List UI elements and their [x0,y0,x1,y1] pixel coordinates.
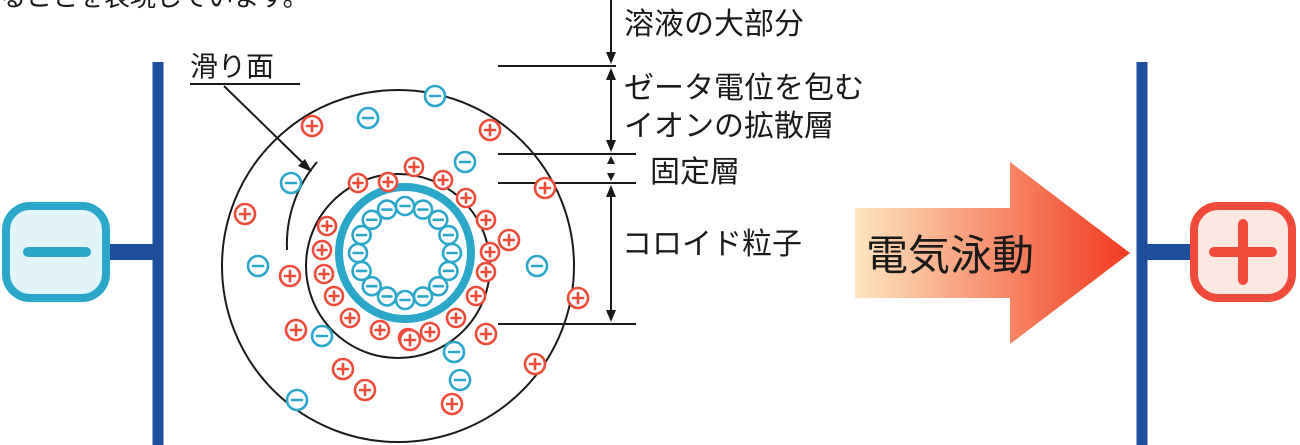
minus-circle-icon [423,84,447,108]
plus-circle-icon [455,187,477,209]
minus-circle-icon [246,254,270,278]
plus-circle-icon [566,286,590,310]
plus-circle-icon [323,285,345,307]
minus-circle-icon [394,289,416,311]
minus-circle-icon [347,242,369,264]
minus-circle-icon [448,368,472,392]
plus-circle-icon [313,263,335,285]
stern-layer-label: 固定層 [650,155,740,190]
plus-sign-icon [1209,219,1277,285]
minus-circle-icon [361,275,383,297]
plus-circle-icon [398,328,422,352]
diffuse-layer-boundary [221,89,575,443]
minus-circle-icon [427,275,449,297]
minus-circle-icon [441,242,463,264]
minus-circle-icon [356,106,380,130]
plus-circle-icon [474,322,498,346]
diffuse-layer-label-line1: ゼータ電位を包む [624,71,864,106]
plus-circle-icon [300,114,324,138]
minus-circle-icon [394,195,416,217]
minus-circle-icon [279,171,303,195]
minus-circle-icon [412,199,434,220]
minus-circle-icon [412,286,434,307]
top-clipped-caption: ることを表現しています。 [0,0,309,13]
plus-circle-icon [339,307,361,329]
positive-electrode [1136,62,1296,445]
minus-circle-icon [285,388,309,412]
minus-circle-icon [453,150,477,174]
plus-circle-icon [445,307,467,329]
plus-circle-icon [278,264,302,288]
electrophoresis-arrow: 電気泳動 [855,162,1130,344]
negative-electrode [2,62,164,445]
plus-circle-icon [465,285,487,307]
minus-circle-icon [442,340,466,364]
minus-circle-icon [361,209,383,231]
plus-circle-icon [369,319,391,341]
minus-circle-icon [376,286,398,307]
plus-circle-icon [440,392,464,416]
plus-circle-icon [479,241,501,263]
bulk-solution-label: 溶液の大部分 [624,7,804,42]
plus-circle-icon [475,209,497,231]
minus-circle-icon [427,209,449,231]
minus-circle-icon [438,224,459,246]
plus-circle-icon [377,171,399,193]
minus-circle-icon [310,324,334,348]
plus-circle-icon [347,172,369,194]
slip-plane-pointer [223,85,307,167]
plus-circle-icon [523,352,547,376]
plus-circle-icon [311,239,333,261]
slip-plane-label: 滑り面 [190,50,274,83]
diffuse-layer-label-line2: イオンの拡散層 [624,109,834,144]
minus-circle-icon [438,260,459,282]
plus-circle-icon [233,202,257,226]
colloid-particle-ring [335,183,475,323]
plus-circle-icon [478,118,502,142]
plus-circle-icon [475,261,497,283]
minus-circle-icon [351,260,372,282]
minus-circle-icon [376,199,398,220]
minus-circle-icon [351,224,372,246]
minus-circle-icon [525,254,549,278]
ion-cloud [233,84,590,416]
electrophoresis-label: 電気泳動 [866,231,1034,280]
colloid-particle-label: コロイド粒子 [622,227,802,262]
plus-circle-icon [284,318,308,342]
plus-circle-icon [316,215,338,237]
plus-circle-icon [533,176,557,200]
plus-circle-icon [331,357,355,381]
plus-circle-icon [432,169,454,191]
plus-circle-icon [403,156,425,178]
layer-dimension-lines [498,0,636,325]
plus-circle-icon [419,321,441,343]
plus-circle-icon [353,378,377,402]
plus-circle-icon [497,228,521,252]
